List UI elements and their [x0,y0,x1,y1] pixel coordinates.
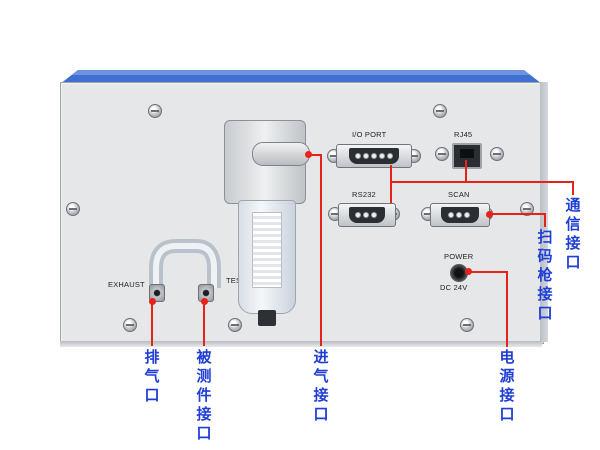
rs232-label: RS232 [352,190,376,199]
power-label: POWER [444,252,474,261]
comm-callout-line-h [390,181,574,183]
io-port-label: I/O PORT [352,130,387,139]
screw-icon [123,318,137,332]
screw-icon [435,147,449,161]
power-port-callout: 电源接口 [499,348,515,423]
comm-port-callout: 通信接口 [565,196,581,271]
scanner-port-callout: 扫码枪接口 [537,228,553,322]
exhaust-test-elbows [149,239,221,288]
test-label: TES [226,276,242,285]
test-callout-dot [201,298,208,305]
filter-drain [258,310,276,326]
rs232-connector[interactable] [338,203,396,227]
scan-callout-line-v [544,213,546,227]
screw-icon [228,318,242,332]
rj45-port[interactable] [452,143,482,169]
screw-icon [433,104,447,118]
io-port-connector[interactable] [336,144,412,168]
comm-callout-line-v [572,181,574,195]
scan-callout-line-h [490,213,546,215]
test-part-port-callout: 被测件接口 [196,348,212,442]
filter-element [252,212,282,288]
scan-label: SCAN [448,190,470,199]
exhaust-callout-dot [149,298,156,305]
screw-icon [66,202,80,216]
panel-side [540,82,548,342]
screw-icon [520,202,534,216]
screw-icon [148,104,162,118]
exhaust-label: EXHAUST [108,280,145,289]
power-callout-line-h [468,271,508,273]
scan-connector[interactable] [430,203,490,227]
device-top-lid [60,70,542,84]
exhaust-fitting[interactable] [149,284,165,302]
exhaust-callout-line [151,302,153,346]
test-callout-line [203,302,205,346]
rj45-label: RJ45 [454,130,473,139]
comm-callout-line-rj45 [465,160,467,182]
air-inlet-callout: 进气接口 [313,348,329,423]
air-inlet-elbow [252,142,310,166]
screw-icon [490,147,504,161]
scan-callout-dot [486,211,493,218]
power-callout-line-v [506,271,508,347]
screw-icon [460,318,474,332]
comm-callout-line-io [390,165,392,203]
inlet-callout-line-v [320,154,322,346]
panel-bottom-edge [60,341,542,347]
inlet-callout-line-h [308,154,322,156]
exhaust-port-callout: 排气口 [144,348,160,404]
power-rating-label: DC 24V [440,283,468,292]
